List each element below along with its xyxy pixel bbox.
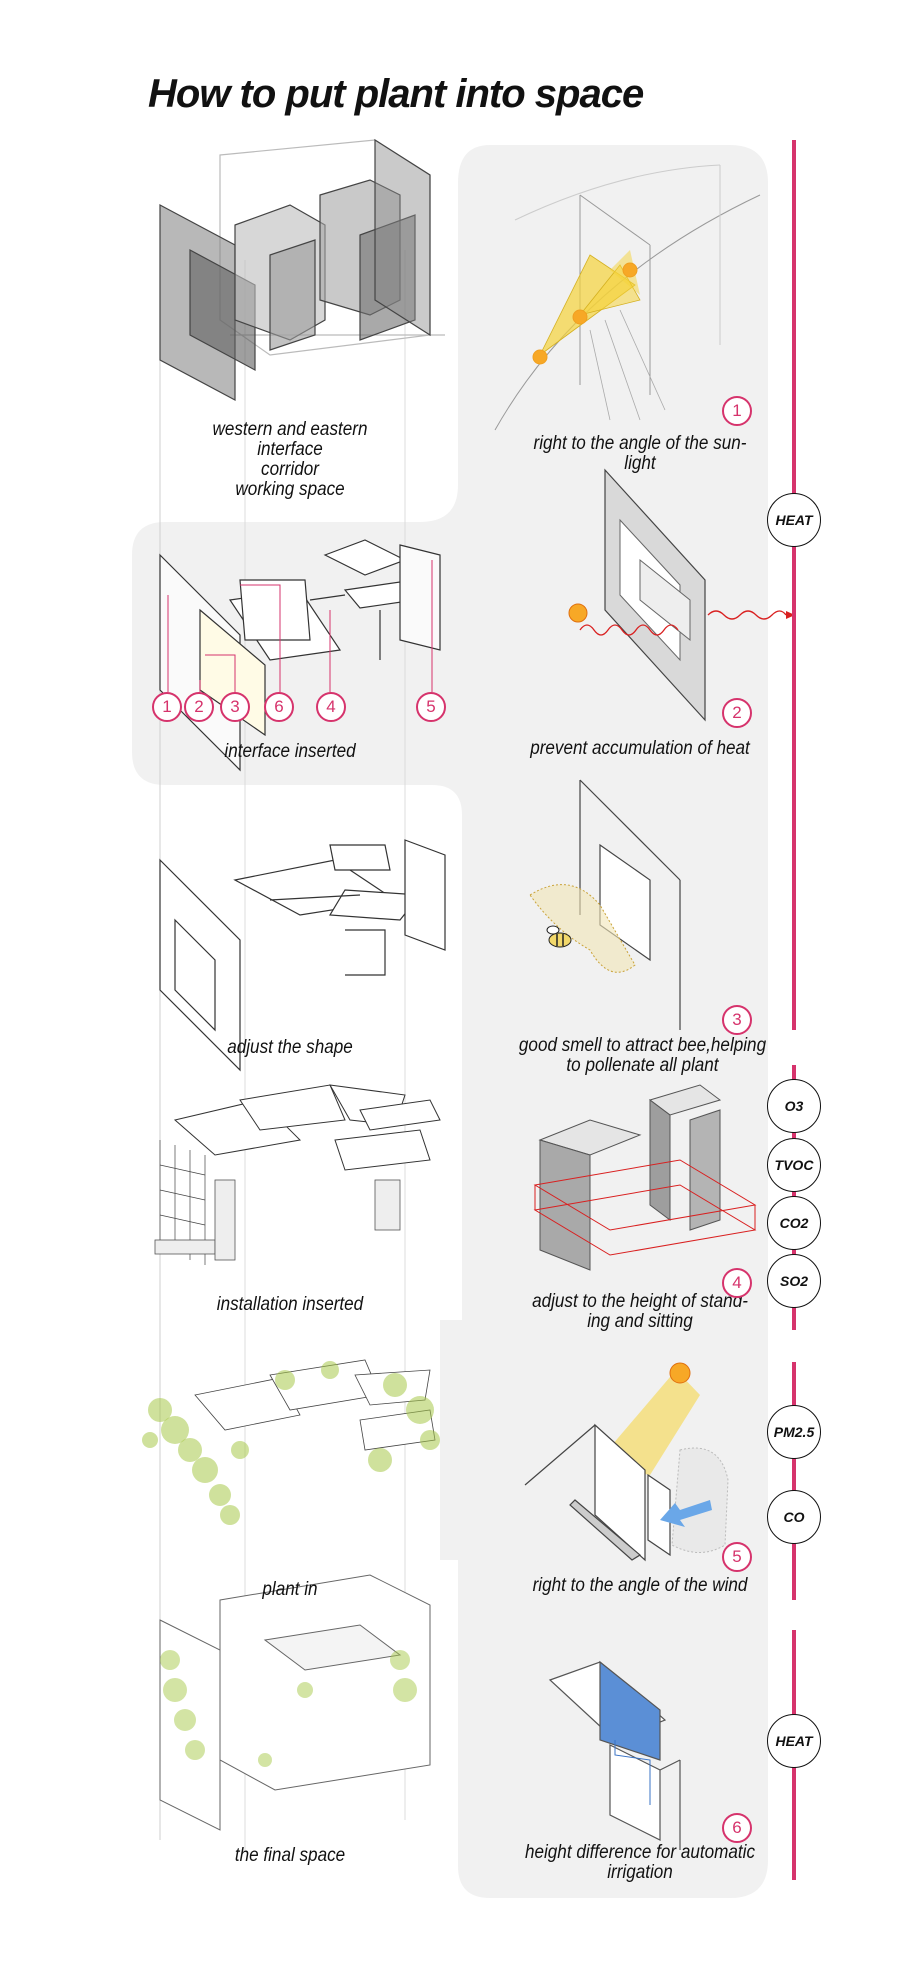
sun-icon	[669, 1362, 691, 1384]
bee-icon	[546, 925, 572, 948]
badge-pm25: PM2.5	[767, 1405, 821, 1459]
wind-arrow-icon	[660, 1500, 712, 1527]
left-caption-6: the final space	[234, 1845, 346, 1866]
right-caption-3: good smell to attract bee,helping to pol…	[518, 1035, 767, 1076]
right-caption-2: prevent accumulation of heat	[530, 738, 750, 759]
step-number-3: 3	[722, 1005, 752, 1035]
interface-marker-3: 3	[220, 692, 250, 722]
right-caption-6: height difference for automatic irrigati…	[524, 1842, 756, 1883]
step-number-5: 5	[722, 1542, 752, 1572]
badge-so2: SO2	[767, 1254, 821, 1308]
step-number-2: 2	[722, 698, 752, 728]
badge-tvoc: TVOC	[767, 1138, 821, 1192]
right-caption-5: right to the angle of the wind	[532, 1575, 748, 1596]
badge-o3: O3	[767, 1079, 821, 1133]
left-caption-2: interface inserted	[224, 741, 356, 762]
badge-co: CO	[767, 1490, 821, 1544]
interface-marker-6: 6	[264, 692, 294, 722]
right-caption-1: right to the angle of the sun- light	[533, 433, 747, 474]
badge-heat: HEAT	[767, 493, 821, 547]
interface-marker-1: 1	[152, 692, 182, 722]
left-caption-4: installation inserted	[216, 1294, 364, 1315]
interface-marker-5: 5	[416, 692, 446, 722]
left-caption-1: western and eastern interface corridor w…	[212, 419, 368, 500]
interface-marker-4: 4	[316, 692, 346, 722]
right-caption-4: adjust to the height of stand- ing and s…	[532, 1291, 748, 1332]
step-number-4: 4	[722, 1268, 752, 1298]
interface-marker-2: 2	[184, 692, 214, 722]
badge-heat-2: HEAT	[767, 1714, 821, 1768]
sun-icon	[568, 603, 588, 623]
step-number-6: 6	[722, 1813, 752, 1843]
page-title: How to put plant into space	[148, 72, 644, 116]
left-caption-5: plant in	[262, 1579, 318, 1600]
step-number-1: 1	[722, 396, 752, 426]
badge-co2: CO2	[767, 1196, 821, 1250]
left-caption-3: adjust the shape	[227, 1037, 353, 1058]
